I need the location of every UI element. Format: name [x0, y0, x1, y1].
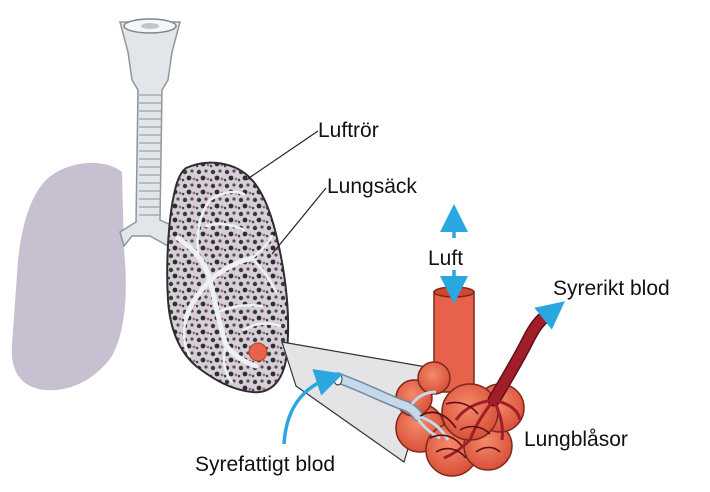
label-trachea: Luftrör [318, 120, 379, 141]
highlighted-alveolus [249, 343, 267, 361]
label-oxygen-rich-blood: Syrerikt blod [553, 278, 670, 299]
left-lung [12, 163, 126, 390]
label-oxygen-poor-blood: Syrefattigt blod [195, 454, 335, 475]
label-air: Luft [428, 248, 463, 269]
right-lung [167, 163, 288, 393]
label-alveoli: Lungblåsor [524, 429, 628, 450]
leader-line-trachea [246, 131, 318, 180]
leader-line-lung-sac [272, 188, 326, 254]
label-lung-sac: Lungsäck [327, 176, 417, 197]
